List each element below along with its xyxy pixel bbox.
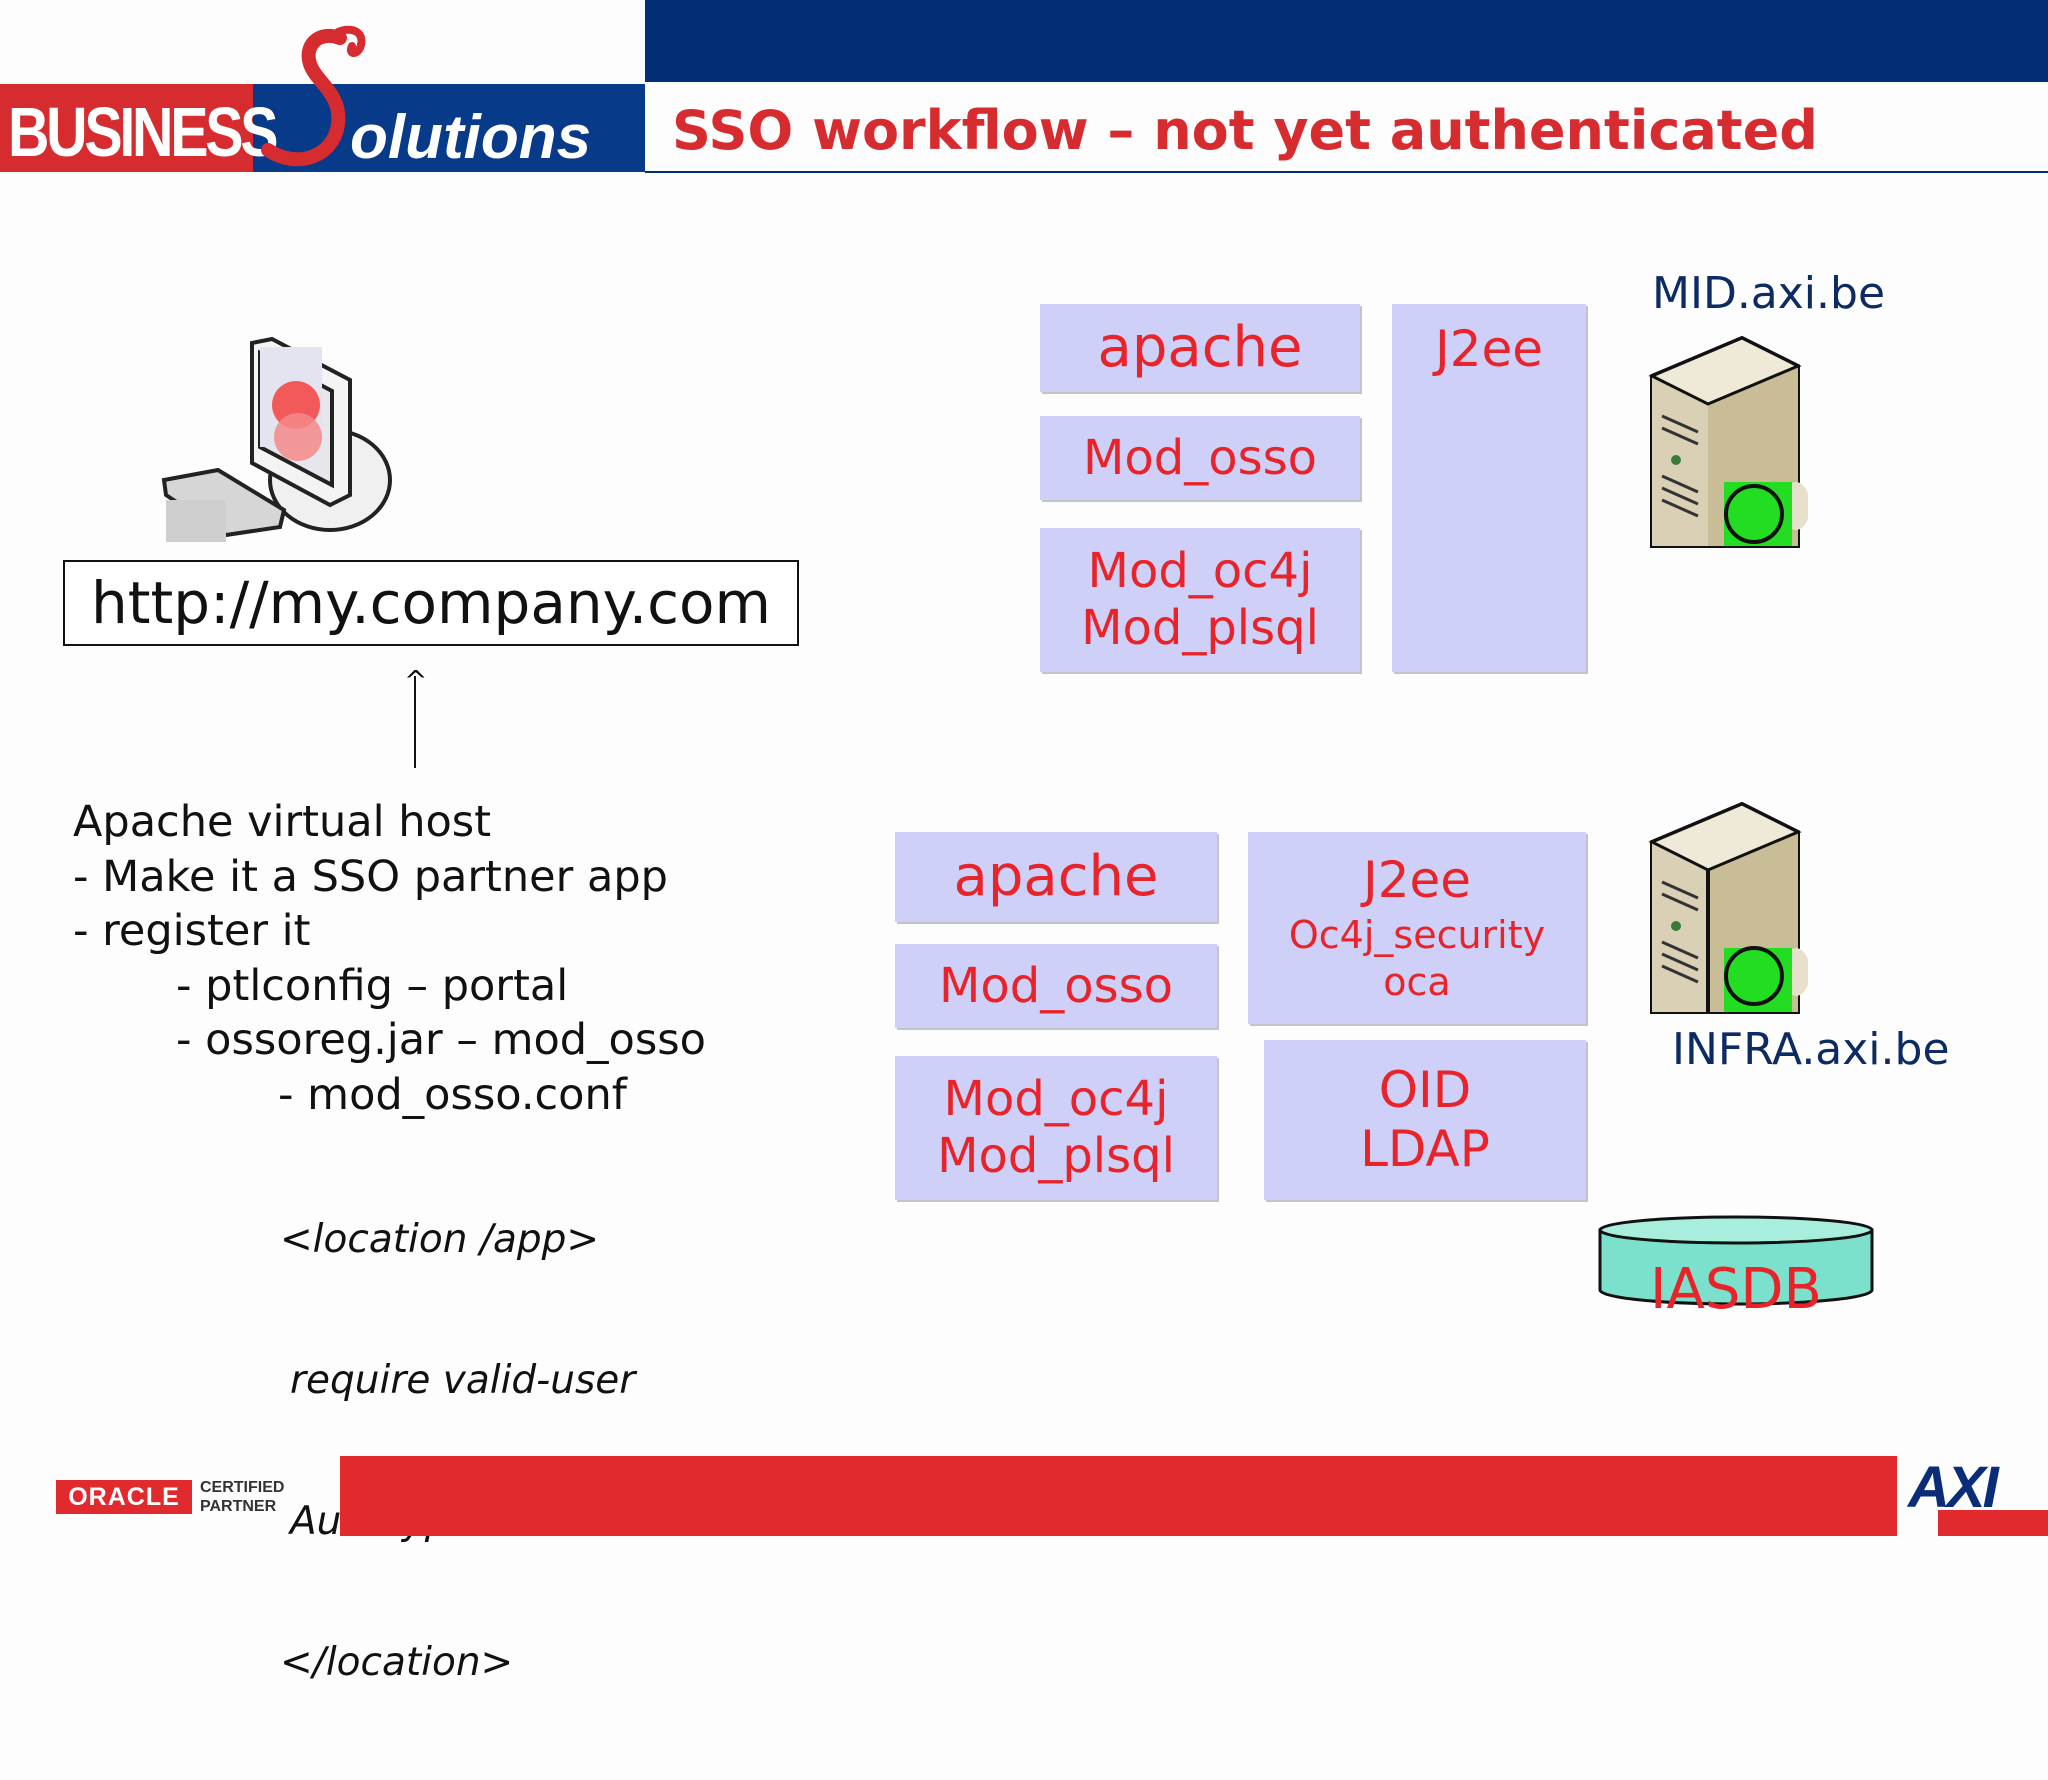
iasdb-label: IASDB: [1650, 1257, 1822, 1322]
slide-title: SSO workflow – not yet authenticated: [672, 99, 1818, 162]
database-icon: [1598, 1215, 1874, 1306]
url-box: http://my.company.com: [63, 560, 799, 646]
notes-line: - mod_osso.conf: [278, 1069, 627, 1120]
server-icon: [1648, 802, 1808, 1014]
oracle-partner-text: CERTIFIED PARTNER: [200, 1478, 284, 1516]
notes-text-block: Apache virtual host - Make it a SSO part…: [73, 795, 706, 1780]
notes-line: Apache virtual host: [73, 797, 492, 847]
oracle-logo: ORACLE: [56, 1480, 192, 1514]
conf-line: require valid-user: [290, 1358, 636, 1403]
mid-mod-plsql-label: Mod_plsql: [1081, 600, 1319, 656]
infra-mod-oc4j-box: Mod_oc4j Mod_plsql: [895, 1056, 1217, 1200]
computer-icon: [161, 336, 392, 542]
logo-solutions-text: olutions: [350, 103, 592, 172]
infra-ldap-label: LDAP: [1360, 1120, 1490, 1178]
mid-host-label: MID.axi.be: [1652, 268, 1886, 319]
header-top-bar: [645, 0, 2048, 82]
infra-apache-box: apache: [895, 832, 1217, 922]
conf-block: <location /app> require valid-user AuthT…: [73, 1122, 706, 1780]
infra-host-label: INFRA.axi.be: [1672, 1024, 1950, 1075]
logo-s-swoosh-icon: [261, 25, 366, 167]
axi-logo-red-stripe: [1938, 1510, 2048, 1536]
mid-j2ee-box: J2ee: [1392, 304, 1586, 672]
server-icon: [1648, 336, 1808, 548]
mid-apache-box: apache: [1040, 304, 1360, 392]
conf-line: </location>: [280, 1640, 514, 1685]
mid-j2ee-label: J2ee: [1434, 320, 1544, 378]
infra-oc4j-security-label: Oc4j_security: [1288, 913, 1546, 958]
axi-logo: AXI: [1908, 1455, 1999, 1520]
notes-line: - ossoreg.jar – mod_osso: [176, 1015, 706, 1065]
notes-line: - register it: [73, 906, 311, 956]
infra-mod-osso-box: Mod_osso: [895, 944, 1217, 1028]
arrow-up-line: [414, 676, 416, 768]
infra-mod-oc4j-label: Mod_oc4j: [943, 1071, 1169, 1128]
mid-mod-oc4j-box: Mod_oc4j Mod_plsql: [1040, 528, 1360, 672]
infra-oid-label: OID: [1378, 1061, 1472, 1119]
infra-j2ee-label: J2ee: [1362, 851, 1472, 910]
mid-mod-osso-label: Mod_osso: [1083, 429, 1317, 486]
mid-apache-label: apache: [1097, 314, 1303, 380]
mid-mod-oc4j-label: Mod_oc4j: [1087, 543, 1313, 600]
certified-label: CERTIFIED: [200, 1479, 285, 1496]
partner-label: PARTNER: [200, 1498, 277, 1515]
conf-line: <location /app>: [280, 1217, 600, 1262]
footer-bar: [340, 1456, 1897, 1536]
mid-mod-osso-box: Mod_osso: [1040, 416, 1360, 500]
logo-business-text: BUSINESS: [8, 93, 278, 171]
infra-mod-plsql-label: Mod_plsql: [937, 1128, 1175, 1184]
infra-oca-label: oca: [1383, 960, 1451, 1005]
notes-line: - Make it a SSO partner app: [73, 851, 668, 902]
infra-apache-label: apache: [953, 843, 1159, 909]
infra-j2ee-box: J2ee Oc4j_security oca: [1248, 832, 1586, 1024]
title-underline: [645, 171, 2048, 173]
logo-red-block: [0, 84, 253, 172]
infra-mod-osso-label: Mod_osso: [939, 957, 1173, 1014]
notes-line: - ptlconfig – portal: [176, 960, 569, 1011]
infra-oid-box: OID LDAP: [1264, 1040, 1586, 1200]
arrow-up-icon: ^: [404, 664, 428, 697]
